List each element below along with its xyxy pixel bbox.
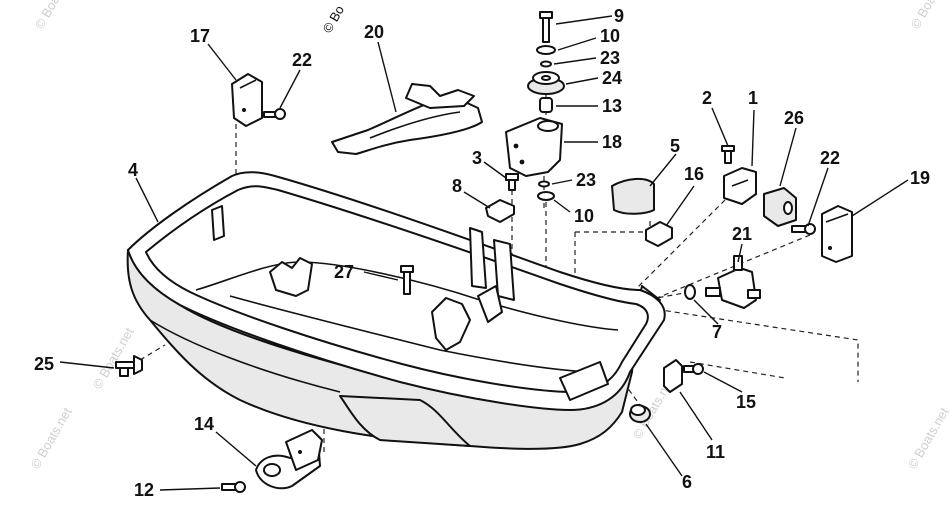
- watermark-left-mid: © Boats.net: [90, 325, 137, 392]
- part-20-latch: [331, 83, 483, 155]
- cowl-floor-line: [195, 261, 619, 331]
- dash-screw-15: [689, 361, 786, 379]
- watermark-top-center: © Bo: [320, 3, 348, 36]
- callout-27: 27: [334, 262, 354, 282]
- cowl-latch-center: [431, 297, 471, 351]
- part-27-bolt: [400, 265, 414, 295]
- part-21-fitting: [705, 255, 761, 309]
- cowl-skirt-line: [149, 319, 341, 393]
- lower-cowl: [126, 171, 666, 450]
- cowl-latch-left: [269, 257, 313, 297]
- cowl-post-mid-2: [493, 239, 515, 301]
- part-6-plug: [629, 404, 651, 423]
- part-19-bracket: [821, 205, 853, 263]
- callout-1: 1: [748, 88, 758, 108]
- part-26-cushion: [763, 187, 797, 227]
- cowl-under-cutout: [339, 395, 471, 447]
- callout-23-mid: 23: [576, 170, 596, 190]
- callout-18: 18: [602, 132, 622, 152]
- cowl-post-mid: [469, 227, 487, 289]
- part-22-screw-left: [263, 108, 286, 120]
- cowl-latch-right: [477, 285, 503, 323]
- callout-26: 26: [784, 108, 804, 128]
- watermark-bottom-right: © Boats.net: [905, 405, 949, 472]
- callout-12: 12: [134, 480, 154, 500]
- cowl-inner-rim: [145, 185, 649, 393]
- leader-lines: [59, 15, 909, 491]
- callout-5: 5: [670, 136, 680, 156]
- part-16-clip: [645, 221, 673, 247]
- part-8-clip: [485, 199, 515, 223]
- part-22-screw-right: [791, 223, 816, 235]
- part-7-oring: [684, 284, 696, 300]
- part-14-bracket: [255, 429, 323, 490]
- dash-plug-6: [617, 374, 641, 406]
- cowl-post-left: [211, 205, 225, 241]
- part-15-screw: [683, 363, 704, 375]
- callout-25: 25: [34, 354, 54, 374]
- screw-shank: [542, 17, 550, 43]
- watermark-top-right: © Boats.net: [908, 0, 949, 31]
- callout-11: 11: [706, 442, 725, 462]
- part-9-screw: [539, 11, 553, 43]
- callout-2: 2: [702, 88, 712, 108]
- callout-4: 4: [128, 160, 138, 180]
- cowl-stern-wall: [559, 361, 609, 401]
- part-11-clip: [663, 359, 683, 393]
- watermark-bottom-left: © Boats.net: [28, 405, 75, 472]
- part-5-pad: [611, 178, 655, 215]
- callout-8: 8: [452, 176, 462, 196]
- callout-16: 16: [684, 164, 704, 184]
- callout-19: 19: [910, 168, 930, 188]
- callout-7: 7: [712, 322, 722, 342]
- part-23-washer-mid: [538, 180, 550, 188]
- callout-3: 3: [472, 148, 482, 168]
- cowl-floor-line-2: [229, 295, 591, 373]
- callout-numbers: 9 10 23 24 13 18 23 10 17 22 20 4 3 8 27…: [34, 6, 930, 500]
- callout-22-right: 22: [820, 148, 840, 168]
- part-25-screw: [115, 355, 143, 377]
- part-18-bracket: [505, 117, 563, 177]
- callout-17: 17: [190, 26, 210, 46]
- part-23-washer-top: [540, 60, 552, 68]
- part-10-washer-mid: [537, 191, 555, 201]
- callout-6: 6: [682, 472, 692, 492]
- dash-bracket-1: [634, 199, 726, 291]
- part-17-bracket: [231, 73, 263, 127]
- watermark-top-left: © Boats.net: [32, 0, 79, 31]
- part-13-sleeve: [539, 97, 553, 113]
- part-2-screw: [721, 145, 735, 164]
- callout-14: 14: [194, 414, 214, 434]
- part-12-screw: [221, 481, 246, 493]
- dash-bracket-19: [639, 234, 811, 306]
- callout-13: 13: [602, 96, 622, 116]
- callout-23-top: 23: [600, 48, 620, 68]
- callout-15: 15: [736, 392, 756, 412]
- part-3-screw: [505, 173, 519, 191]
- callout-9: 9: [614, 6, 624, 26]
- part-24-grommet: [527, 71, 565, 95]
- callout-22-left: 22: [292, 50, 312, 70]
- callout-21: 21: [732, 224, 752, 244]
- dash-screw-25: [139, 344, 166, 361]
- callout-10-top: 10: [600, 26, 620, 46]
- callout-10-mid: 10: [574, 206, 594, 226]
- part-1-bracket: [723, 167, 757, 205]
- part-10-washer-top: [536, 45, 556, 55]
- callout-20: 20: [364, 22, 384, 42]
- callout-24: 24: [602, 68, 622, 88]
